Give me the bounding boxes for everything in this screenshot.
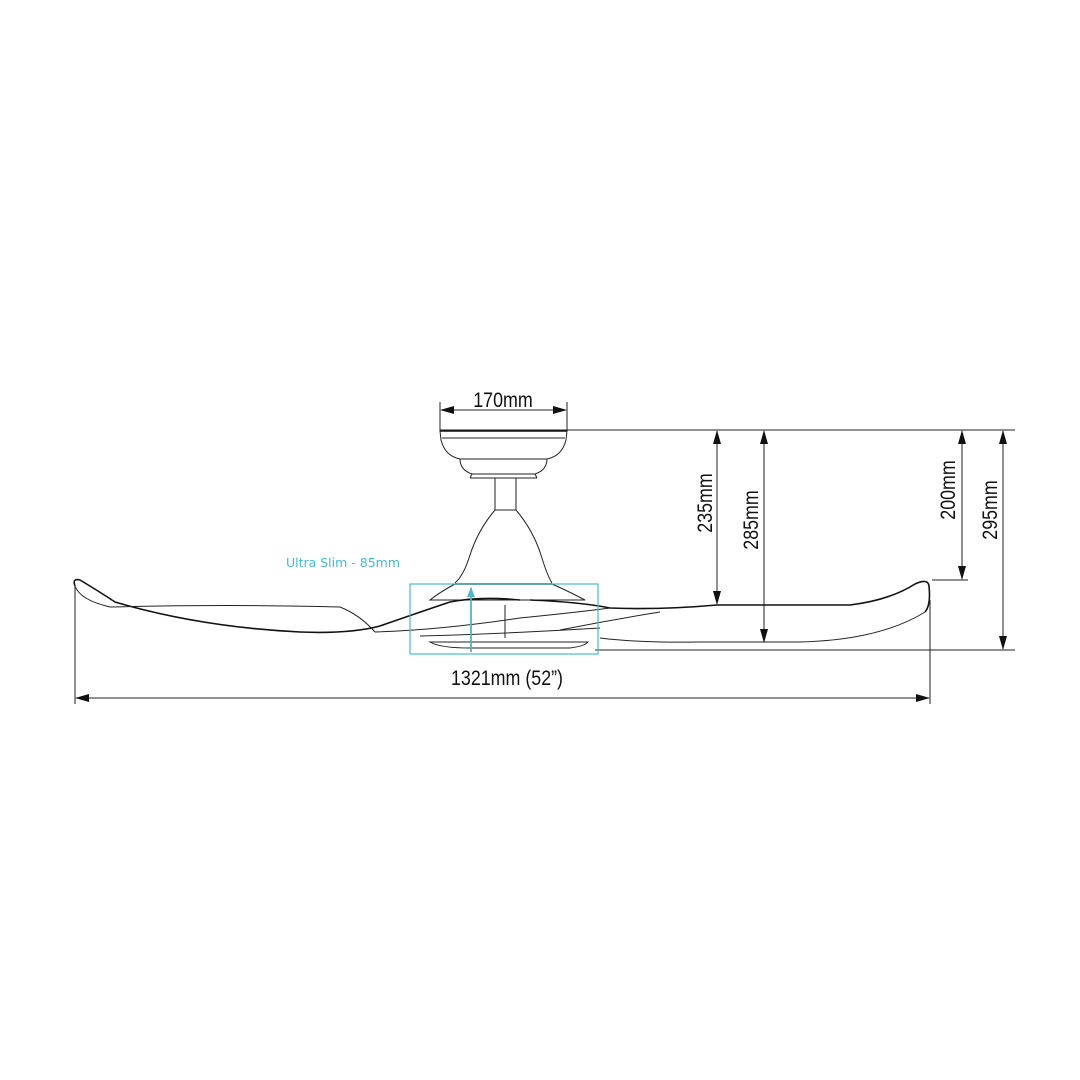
dim-200-label: 200mm: [937, 460, 961, 519]
canopy: [439, 430, 568, 479]
downrod: [494, 478, 517, 511]
motor-housing: [428, 509, 590, 649]
dim-295-label: 295mm: [979, 480, 1003, 539]
right-blade: [529, 580, 931, 643]
dim-285-label: 285mm: [740, 490, 764, 549]
ultra-slim-callout: Ultra Slim - 85mm: [286, 555, 599, 655]
left-blade: [73, 578, 611, 637]
canopy-width-label: 170mm: [473, 389, 532, 413]
ultra-slim-label: Ultra Slim - 85mm: [286, 555, 400, 570]
dim-235-label: 235mm: [694, 473, 718, 532]
blade-span-label: 1321mm (52”): [451, 667, 563, 691]
ultra-slim-box: [409, 583, 599, 655]
